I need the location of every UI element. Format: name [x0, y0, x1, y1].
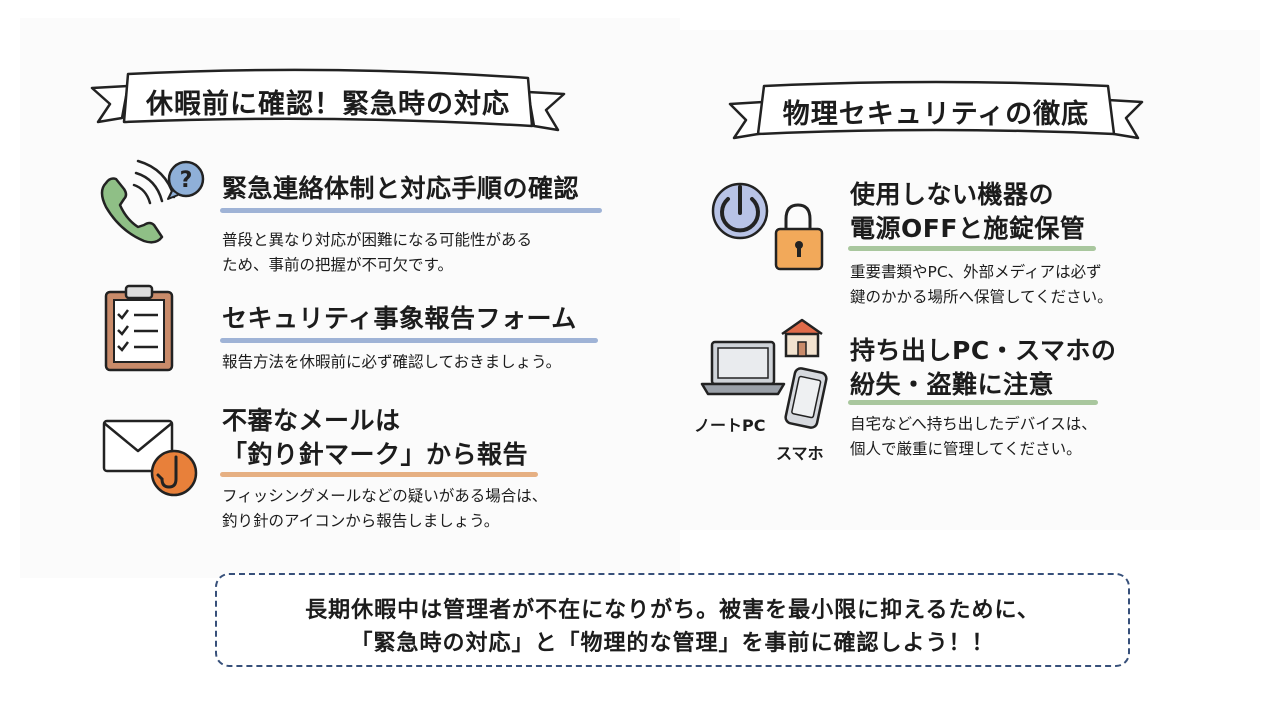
heading-line: 「釣り針マーク」から報告: [222, 440, 529, 469]
loss-theft-description: 自宅などへ持ち出したデバイスは、 個人で厳重に管理してください。: [850, 412, 1097, 462]
heading-underline: [848, 246, 1096, 251]
power-off-lock-heading: 使用しない機器の 電源OFFと施錠保管: [850, 178, 1085, 246]
description-line: ため、事前の把握が不可欠です。: [222, 256, 453, 274]
description-line: フィッシングメールなどの疑いがある場合は、: [222, 487, 548, 505]
description-line: 鍵のかかる場所へ保管してください。: [850, 288, 1113, 306]
svg-text:?: ?: [180, 168, 193, 193]
mail-fishhook-icon: [100, 415, 210, 505]
description-line: 自宅などへ持ち出したデバイスは、: [850, 415, 1097, 433]
emergency-contact-heading: 緊急連絡体制と対応手順の確認: [222, 172, 579, 206]
heading-underline: [220, 208, 602, 213]
description-line: 釣り針のアイコンから報告しましょう。: [222, 512, 500, 530]
ribbon-banner-shape: [728, 80, 1144, 140]
summary-line-2: 「緊急時の対応」と「物理的な管理」を事前に確認しよう！！: [350, 631, 995, 656]
laptop-phone-home-icon: [698, 318, 833, 430]
left-section-banner: 休暇前に確認！緊急時の対応: [88, 68, 568, 146]
emergency-contact-description: 普段と異なり対応が困難になる可能性がある ため、事前の把握が不可欠です。: [222, 228, 532, 278]
description-line: 報告方法を休暇前に必ず確認しておきましょう。: [222, 353, 562, 371]
incident-report-form-heading: セキュリティ事象報告フォーム: [222, 302, 577, 336]
heading-line: 持ち出しPC・スマホの: [850, 336, 1117, 365]
heading-underline: [220, 338, 598, 343]
loss-theft-heading: 持ち出しPC・スマホの 紛失・盗難に注意: [850, 334, 1116, 402]
right-section-banner: 物理セキュリティの徹底: [726, 78, 1146, 156]
heading-underline: [220, 472, 538, 477]
heading-line: 緊急連絡体制と対応手順の確認: [222, 174, 580, 203]
description-line: 普段と異なり対応が困難になる可能性がある: [222, 231, 533, 249]
left-section-title: 休暇前に確認！緊急時の対応: [146, 89, 510, 120]
suspicious-mail-heading: 不審なメールは 「釣り針マーク」から報告: [222, 404, 528, 472]
heading-line: 不審なメールは: [222, 406, 401, 435]
power-off-lock-description: 重要書類やPC、外部メディアは必ず 鍵のかかる場所へ保管してください。: [850, 260, 1113, 310]
laptop-label: ノートPC: [694, 416, 766, 435]
suspicious-mail-description: フィッシングメールなどの疑いがある場合は、 釣り針のアイコンから報告しましょう。: [222, 484, 547, 534]
heading-line: 使用しない機器の: [850, 180, 1055, 209]
description-line: 個人で厳重に管理してください。: [850, 440, 1082, 458]
summary-box: 長期休暇中は管理者が不在になりがち。被害を最小限に抑えるために、 「緊急時の対応…: [215, 573, 1130, 667]
heading-underline: [848, 400, 1098, 405]
clipboard-checklist-icon: [100, 282, 180, 374]
summary-line-1: 長期休暇中は管理者が不在になりがち。被害を最小限に抑えるために、: [305, 598, 1040, 623]
incident-report-form-description: 報告方法を休暇前に必ず確認しておきましょう。: [222, 350, 561, 375]
ribbon-banner-shape: [90, 68, 566, 132]
heading-line: 紛失・盗難に注意: [850, 370, 1055, 399]
description-line: 重要書類やPC、外部メディアは必ず: [850, 263, 1102, 281]
heading-line: 電源OFFと施錠保管: [850, 214, 1086, 243]
right-section-title: 物理セキュリティの徹底: [782, 99, 1090, 130]
power-lock-icon: [706, 175, 831, 275]
phone-question-icon: ?: [92, 155, 207, 250]
heading-line: セキュリティ事象報告フォーム: [222, 304, 577, 333]
smartphone-label: スマホ: [776, 444, 824, 463]
